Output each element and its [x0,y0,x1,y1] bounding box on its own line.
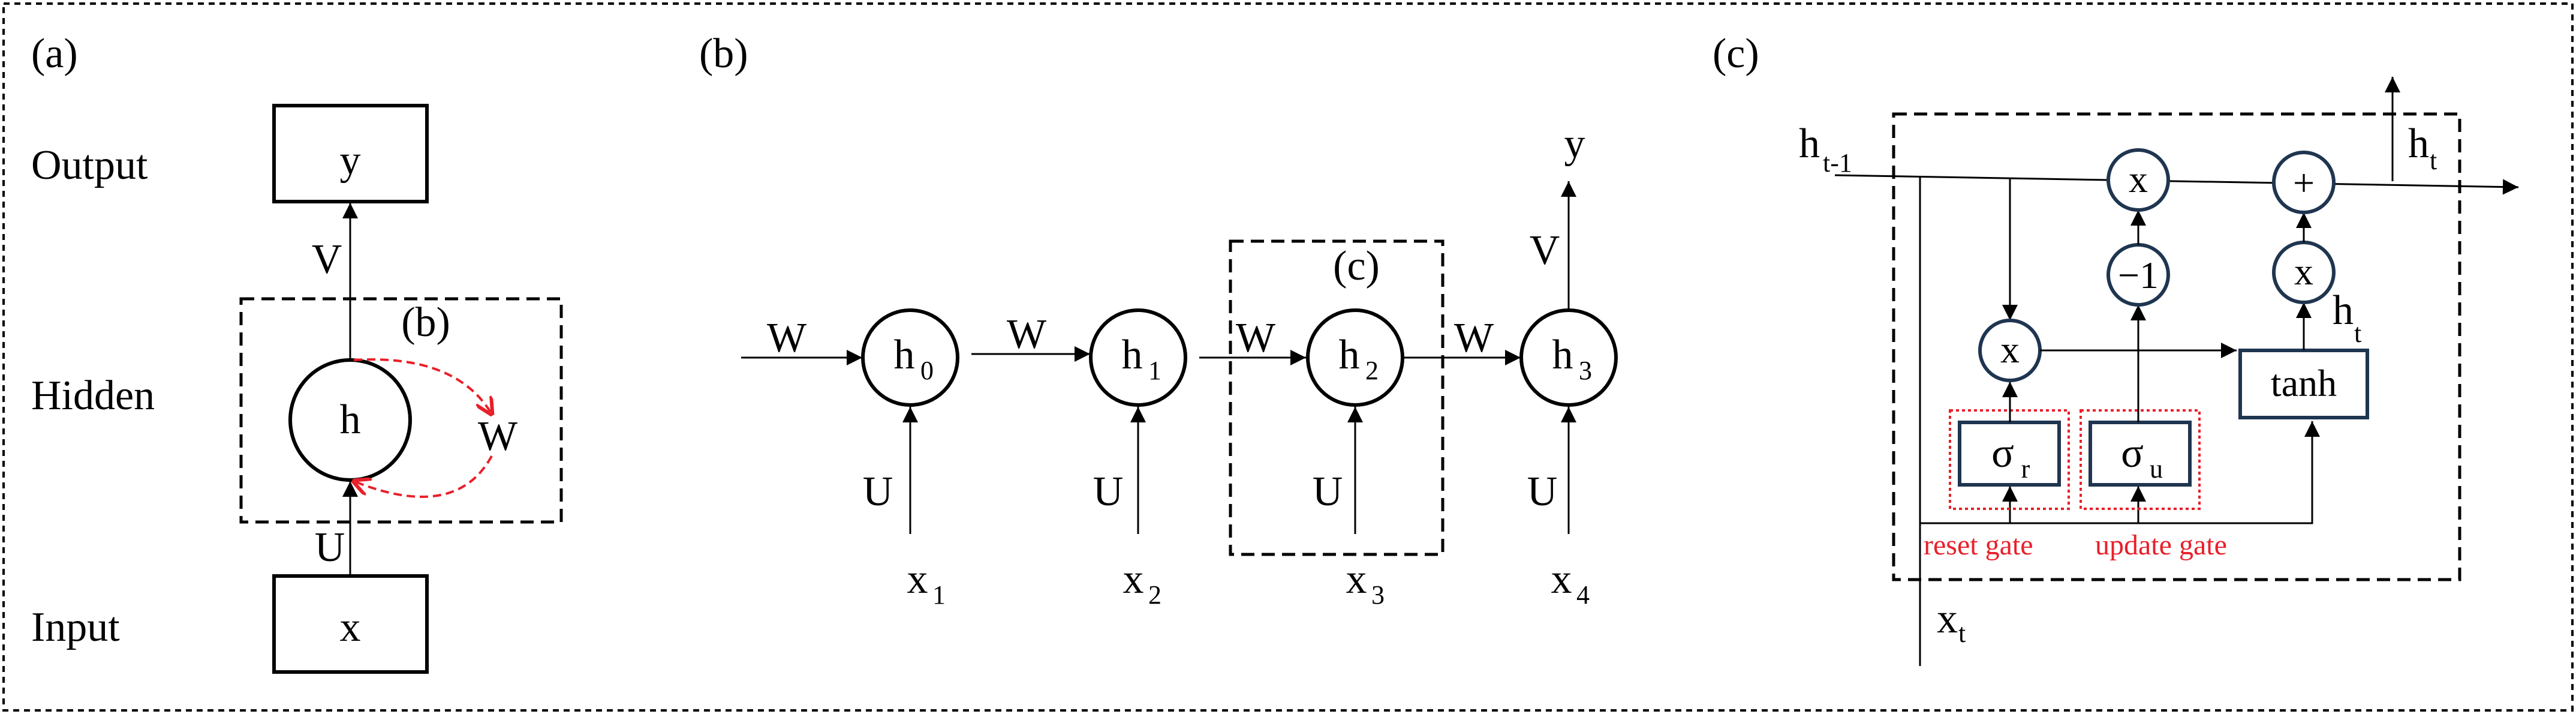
recurrent-w-arrow [353,358,492,414]
row-input-label: Input [31,604,120,650]
candidate-mult-label: x [2294,250,2313,293]
gru-cell-frame [1892,112,2461,581]
input-x4-sub: 4 [1576,580,1590,610]
edge-w-01-label: W [1007,311,1046,358]
input-x1-label: x [907,556,928,602]
edge-u-1-label: U [863,469,893,515]
h-cand-sub: t [2354,319,2361,348]
input-box-label: x [340,604,361,650]
update-gate-label: update gate [2095,529,2227,561]
node-h2-sub: 2 [1365,356,1379,385]
h-out-label: h [2408,121,2429,167]
output-box [272,104,429,203]
reset-mult-label: x [2000,328,2020,371]
panel-b: (b) (c) W h 0 W h 1 W h 2 W h 3 V y [699,31,1618,610]
input-x2-sub: 2 [1148,580,1161,610]
update-mult-node [2106,148,2170,212]
node-h1 [1089,308,1187,407]
node-h2-label: h [1339,332,1360,378]
edge-w-label: W [478,413,517,460]
update-gate-region [2080,409,2201,510]
sigma-r-label: σ [1991,430,2014,476]
node-h0-label: h [894,332,915,378]
region-c [1229,239,1445,556]
xt-label: x [1937,596,1958,642]
h-out-sub: t [2430,146,2437,175]
node-h3-sub: 3 [1579,356,1592,385]
xt-sub: t [1958,619,1966,648]
input-x2-label: x [1123,556,1144,602]
node-h3-label: h [1552,332,1573,378]
edge-w-12-label: W [1236,315,1275,361]
node-h1-sub: 1 [1148,356,1161,385]
node-h1-label: h [1122,332,1143,378]
node-h0 [861,308,959,407]
xt-bus-line [1920,421,2320,524]
edge-u-3-label: U [1313,469,1343,515]
reset-gate-region [1949,409,2070,510]
panel-b-label: (b) [699,31,748,77]
edge-u-2-label: U [1093,469,1124,515]
output-y-label: y [1564,121,1585,167]
sigma-u-box [2089,421,2192,487]
plus-node [2272,151,2336,214]
h-prev-sub: t-1 [1823,148,1852,178]
row-output-label: Output [31,142,148,188]
panel-a: (a) Output Hidden Input y x (b) h V U W [31,31,563,674]
edge-u-label: U [315,524,345,571]
sigma-u-sub: u [2150,454,2163,484]
recurrent-w-return-arrow [354,455,493,498]
recurrence-region-b [239,297,563,524]
row-hidden-label: Hidden [31,373,155,419]
node-h2 [1306,308,1404,407]
panel-c: (c) h t-1 h t x t σ r reset gate σ u upd… [1713,31,2519,666]
edge-w-23-label: W [1454,315,1494,361]
input-x1-sub: 1 [932,580,946,610]
input-x4-label: x [1551,556,1572,602]
region-c-label: (c) [1333,243,1380,289]
hidden-state-line [1834,174,2519,195]
tanh-label: tanh [2271,362,2337,404]
node-h0-sub: 0 [920,356,934,385]
minus-one-label: −1 [2118,254,2159,296]
update-mult-label: x [2129,158,2148,200]
edge-v-out-label: V [1530,227,1560,274]
edge-u-4-label: U [1527,469,1558,515]
sigma-r-sub: r [2021,454,2030,484]
sigma-u-label: σ [2121,430,2144,476]
input-box [272,574,429,674]
region-b-label: (b) [401,299,450,346]
input-x3-sub: 3 [1371,580,1385,610]
plus-label: + [2293,161,2315,204]
h-prev-label: h [1799,121,1820,167]
node-h3 [1519,308,1618,407]
output-box-label: y [340,137,361,184]
hidden-node-label: h [340,397,361,443]
input-x3-label: x [1346,556,1367,602]
panel-a-label: (a) [31,31,78,77]
edge-w-in-label: W [767,315,806,361]
reset-gate-label: reset gate [1924,529,2033,561]
panel-c-label: (c) [1713,31,1759,77]
edge-v-label: V [312,236,342,283]
h-cand-label: h [2333,287,2354,334]
